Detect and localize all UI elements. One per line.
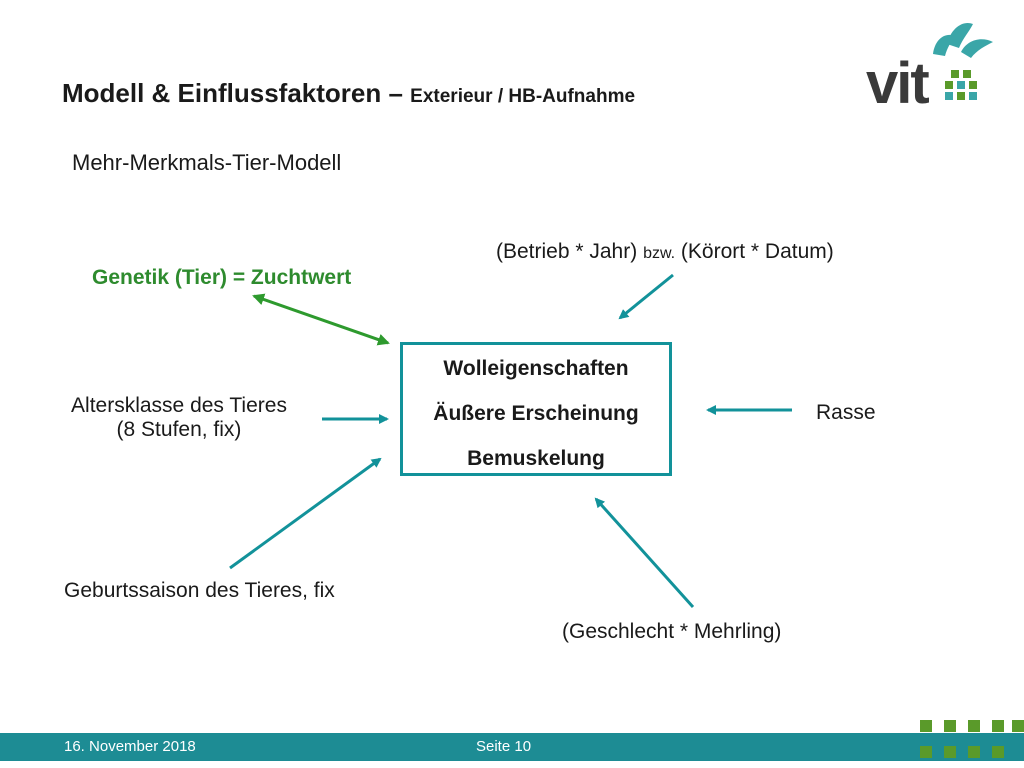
vit-logo-text: vit bbox=[866, 51, 930, 116]
factor-betrieb-part1: (Betrieb * Jahr) bbox=[496, 240, 644, 263]
slide-title: Modell & Einflussfaktoren – Exterieur / … bbox=[62, 78, 635, 109]
slide-title-sub: Exterieur / HB-Aufnahme bbox=[410, 86, 636, 107]
footer-page-number: Seite 10 bbox=[476, 738, 532, 755]
center-box-line-1: Wolleigenschaften bbox=[443, 357, 629, 380]
factor-geschlecht: (Geschlecht * Mehrling) bbox=[562, 620, 782, 643]
arrow-geburt bbox=[229, 457, 382, 570]
factor-geburt: Geburtssaison des Tieres, fix bbox=[64, 579, 335, 602]
arrow-geschlecht bbox=[594, 497, 695, 609]
factor-rasse: Rasse bbox=[816, 401, 876, 424]
factor-betrieb-bzw: bzw. bbox=[643, 245, 676, 262]
factor-genetik: Genetik (Tier) = Zuchtwert bbox=[92, 266, 352, 289]
footer-date: 16. November 2018 bbox=[64, 738, 196, 755]
footer-checker-decoration bbox=[920, 720, 1024, 758]
footer-bar bbox=[0, 733, 1024, 761]
factor-betrieb-part2: (Körort * Datum) bbox=[675, 240, 834, 263]
arrow-betrieb bbox=[618, 273, 674, 320]
factor-alter-line2: (8 Stufen, fix) bbox=[116, 418, 242, 441]
slide-subtitle: Mehr-Merkmals-Tier-Modell bbox=[72, 150, 342, 175]
center-box: Wolleigenschaften Äußere Erscheinung Bem… bbox=[400, 342, 672, 476]
slide-title-main: Modell & Einflussfaktoren – bbox=[62, 78, 411, 108]
arrow-genetik bbox=[252, 293, 390, 346]
factor-betrieb: (Betrieb * Jahr) bzw. (Körort * Datum) bbox=[496, 240, 834, 264]
factor-alter: Altersklasse des Tieres (8 Stufen, fix) bbox=[44, 394, 314, 442]
vit-logo-icon bbox=[933, 22, 993, 100]
factor-alter-line1: Altersklasse des Tieres bbox=[71, 394, 287, 417]
center-box-line-2: Äußere Erscheinung bbox=[433, 402, 639, 425]
center-box-line-3: Bemuskelung bbox=[467, 447, 605, 470]
